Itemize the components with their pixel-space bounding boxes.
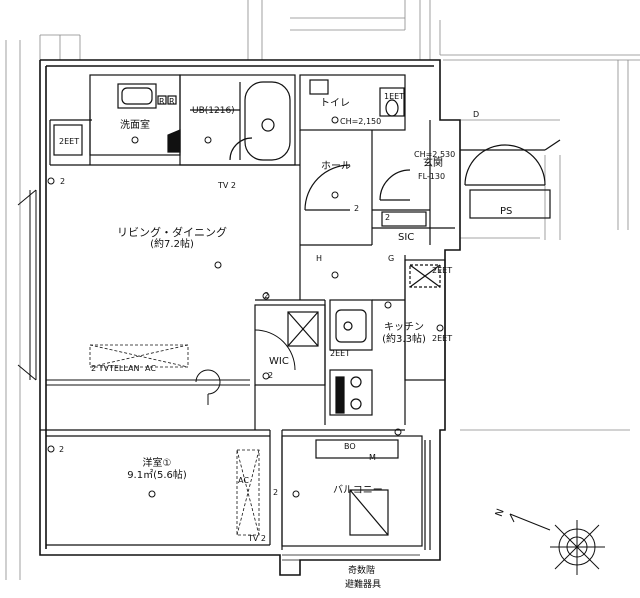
hall-label: ホール — [321, 161, 351, 172]
balcony — [281, 435, 431, 550]
switch-label-1: 2 — [60, 177, 66, 186]
entrance-label: 玄関 — [423, 158, 443, 169]
unit-bath-label: UB(1216) — [192, 106, 235, 116]
odd-floor-note: 奇数階 — [348, 566, 376, 576]
switch-label-3: 2 — [385, 213, 391, 222]
electrical-symbols — [47, 116, 444, 498]
tv-tel-lan-label: 2 TVTELLAN — [91, 364, 140, 373]
outlet-label-kitchen-top: 2EET — [432, 266, 453, 275]
living-label: リビング・ダイニング — [117, 226, 227, 239]
ps-door — [460, 139, 561, 219]
sic-label: SIC — [398, 232, 415, 243]
switch-label-4: 2 — [264, 291, 270, 300]
kitchen-size-label: (約3.3帖) — [382, 334, 426, 345]
switch-label-7: 2 — [273, 488, 279, 497]
toilet-label: トイレ — [320, 98, 350, 109]
exterior-walls — [39, 59, 461, 576]
tv-outlet-upper: TV 2 — [218, 181, 236, 190]
m-label: M — [369, 453, 376, 462]
washroom-label: 洗面室 — [120, 120, 150, 131]
outlet-label-kitchen-right: 2EET — [432, 334, 453, 343]
western-ac-unit — [236, 449, 260, 536]
living-size-label: (約7.2帖) — [150, 239, 194, 250]
r-label-2: R — [169, 97, 175, 106]
compass-rose — [509, 513, 605, 575]
h-label: H — [316, 254, 323, 263]
ps-label: PS — [500, 206, 513, 217]
switch-label-2: 2 — [354, 204, 360, 213]
kitchen-label: キッチン — [384, 322, 424, 333]
switch-label-6: 2 — [59, 445, 65, 454]
tv-outlet-lower: TV 2 — [248, 534, 266, 543]
living-ac-label: AC — [145, 364, 156, 373]
living-window — [17, 189, 250, 386]
toilet-hall-walls — [299, 74, 455, 246]
switch-label-5: 2 — [268, 371, 274, 380]
western-ac-label: AC — [238, 476, 249, 485]
evac-note: 避難器具 — [345, 580, 382, 590]
outlet-label-kitchen-mid: 2EET — [330, 349, 351, 358]
d-label: D — [473, 110, 480, 119]
western-room-label: 洋室① — [142, 458, 172, 469]
outer-guide-lines — [5, 0, 640, 580]
toilet-ch-label: CH=2,150 — [340, 117, 382, 126]
outlet-label-washroom: 2EET — [59, 137, 80, 146]
wic-label: WIC — [269, 356, 289, 367]
entrance-ch-label: CH=2,530 — [414, 150, 456, 159]
bo-label: BO — [344, 442, 356, 451]
balcony-label: バルコニー — [333, 485, 383, 496]
outlet-label-toilet: 1EET — [384, 92, 405, 101]
bath-block-walls — [49, 74, 300, 166]
r-label-1: R — [159, 97, 165, 106]
kitchen-wic-walls — [254, 245, 446, 430]
bottom-rails — [282, 554, 420, 561]
living-ac-unit — [89, 344, 189, 368]
western-room-size-label: 9.1㎡(5.6帖) — [127, 470, 187, 481]
entrance-fl-label: FL-130 — [418, 172, 446, 181]
g-label: G — [388, 254, 395, 263]
